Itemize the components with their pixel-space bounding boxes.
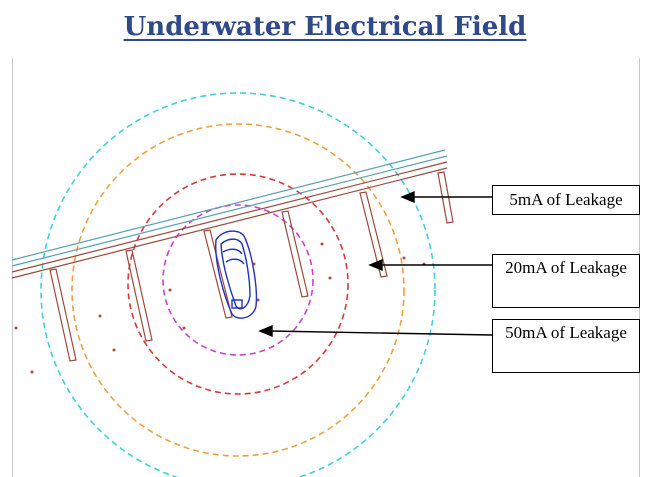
- callout-5ma-leakage: 5mA of Leakage: [492, 185, 640, 215]
- ring-50ma-leakage: [162, 204, 314, 356]
- dock-finger: [203, 229, 233, 319]
- dock-fingers: [49, 171, 454, 362]
- ring-5ma-leakage: [40, 92, 436, 477]
- dock-finger: [49, 268, 77, 362]
- dock-finger: [437, 171, 454, 224]
- dock-finger: [359, 191, 388, 278]
- callout-20ma-leakage: 20mA of Leakage: [492, 254, 640, 308]
- boat-icon: [215, 230, 258, 319]
- dock-finger: [125, 249, 153, 342]
- dock-finger: [281, 210, 309, 298]
- dock-walkway: [11, 149, 448, 279]
- ring-20ma-leakage: [127, 173, 349, 395]
- callout-arrows: [258, 190, 493, 338]
- slide-title: Underwater Electrical Field: [123, 12, 527, 42]
- callout-50ma-leakage: 50mA of Leakage: [492, 319, 640, 373]
- ring-orange: [71, 123, 405, 457]
